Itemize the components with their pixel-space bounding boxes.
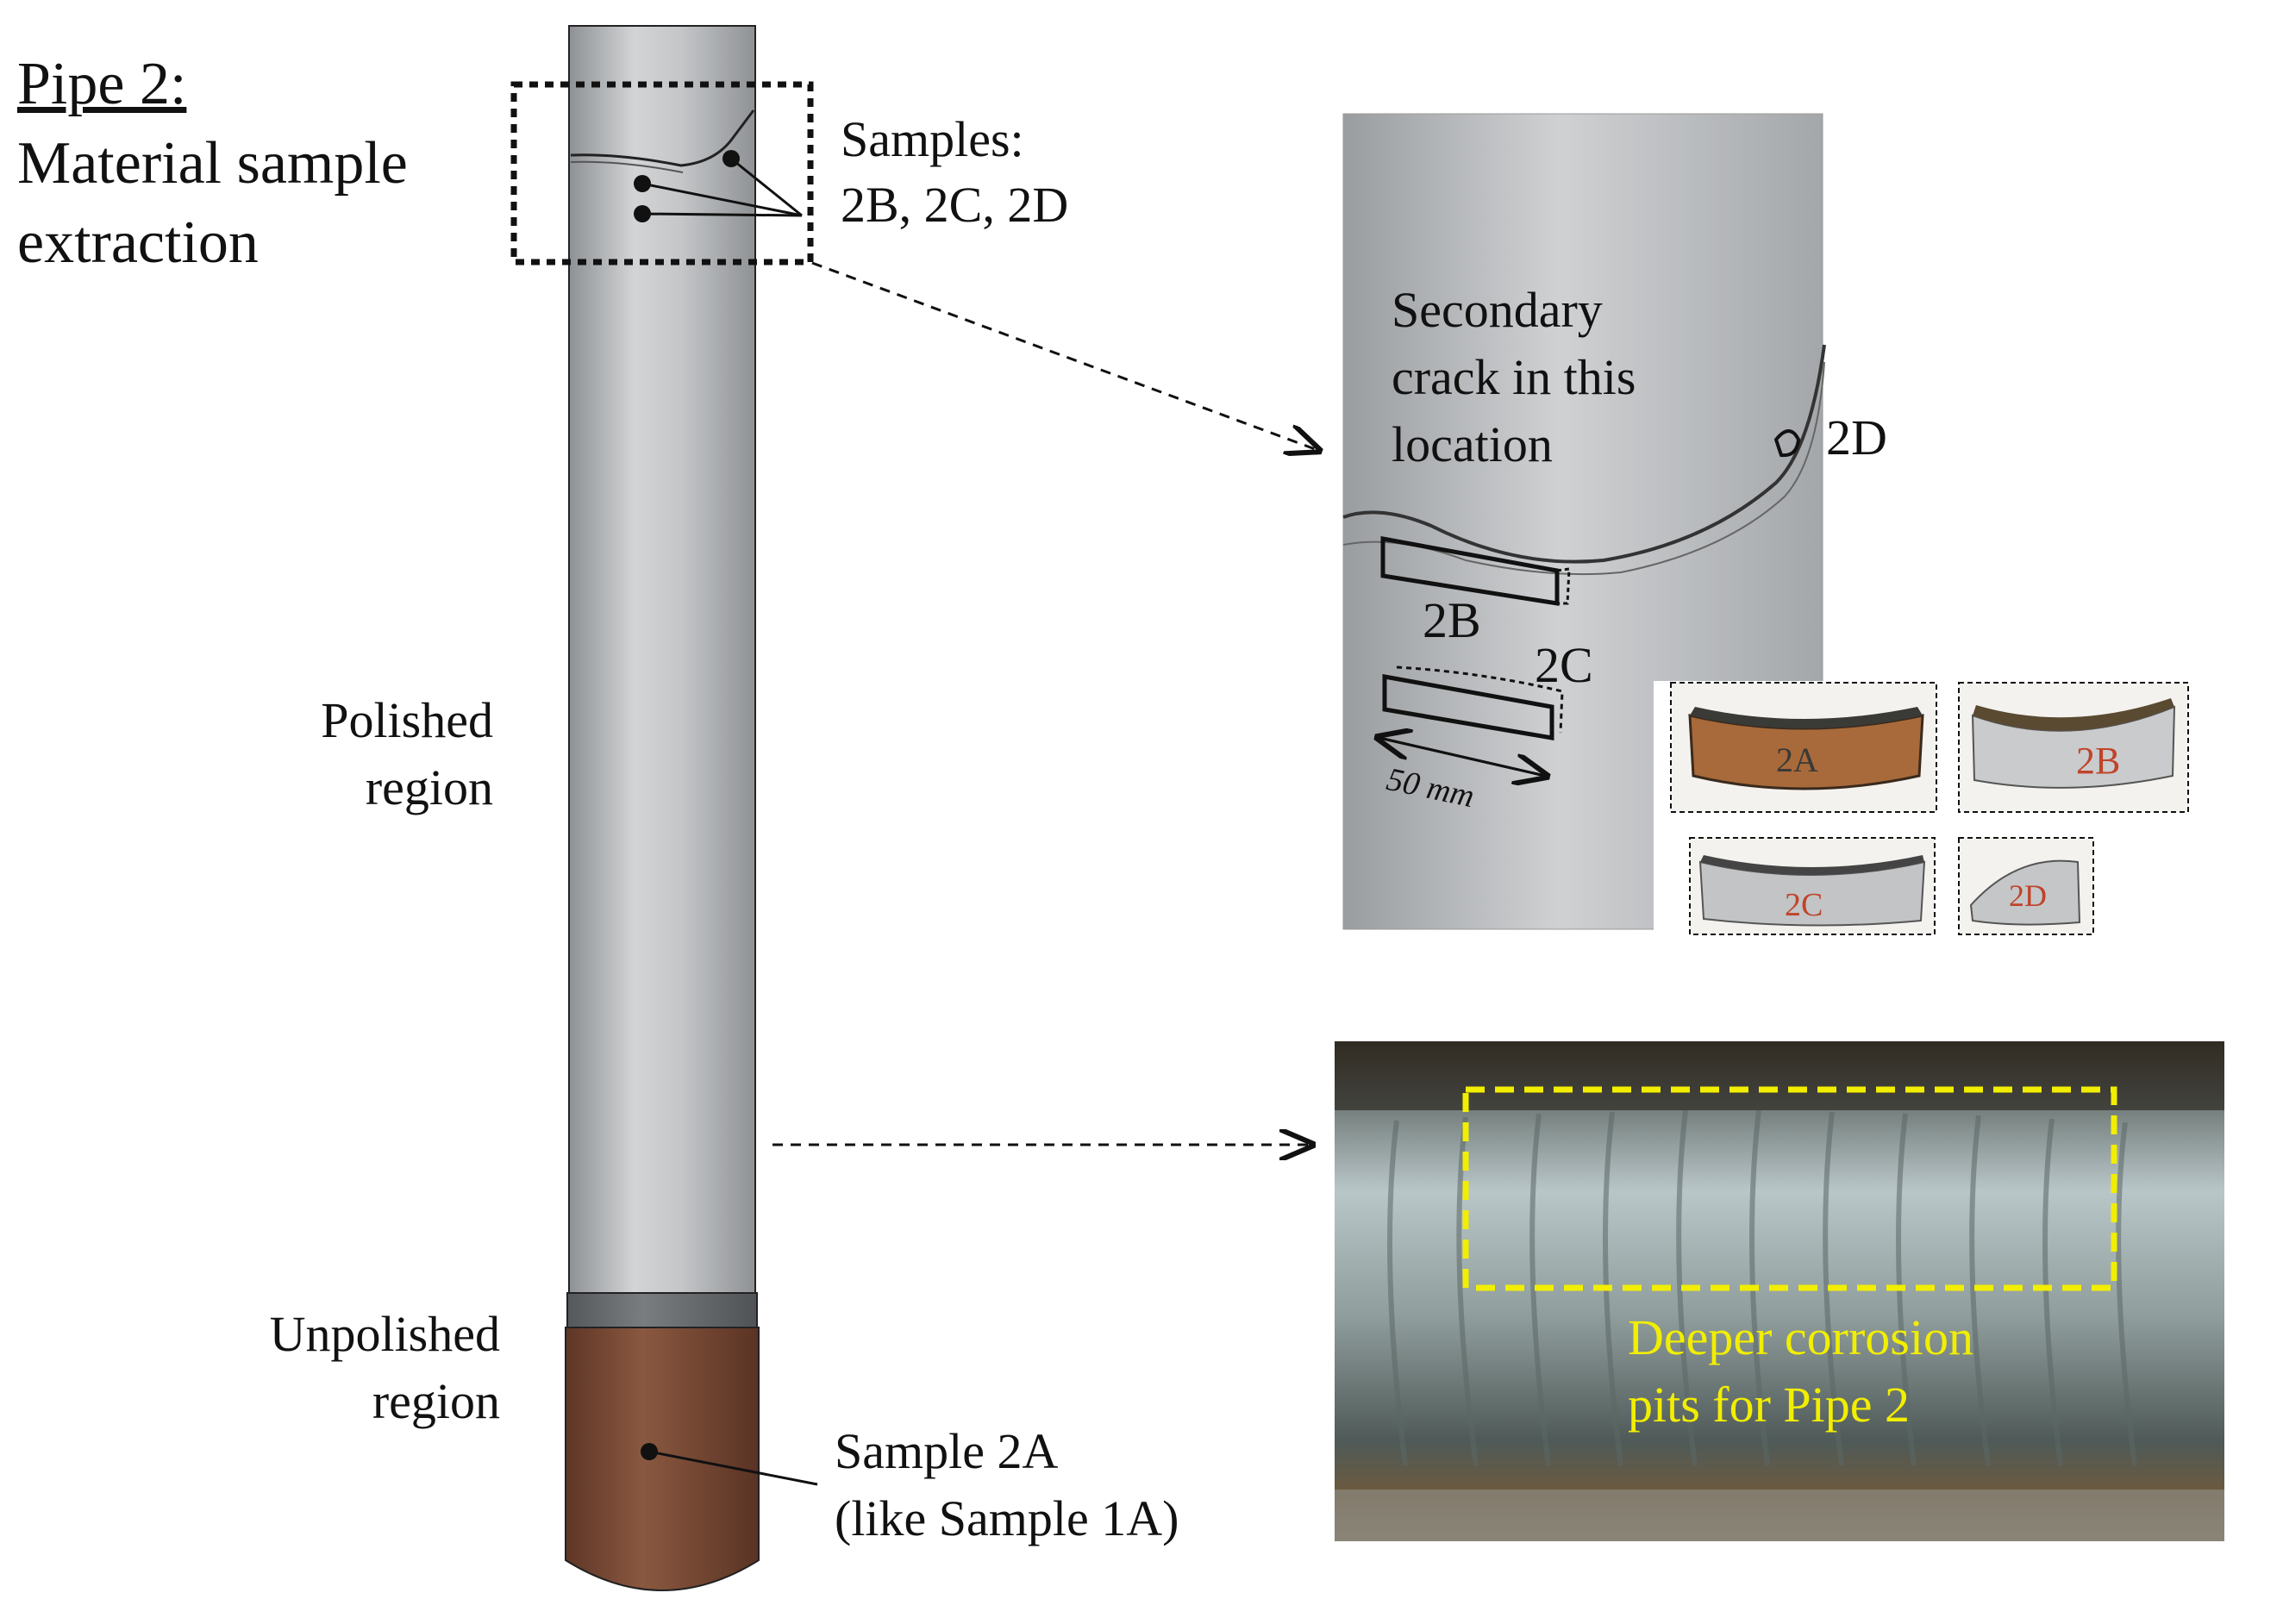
photo-2d — [1958, 837, 2094, 935]
sample-2a-label: Sample 2A — [835, 1423, 1059, 1479]
samples-list: 2B, 2C, 2D — [841, 177, 1069, 233]
unpolished-label-line2: region — [372, 1373, 500, 1429]
title-line1: Pipe 2: — [17, 51, 187, 117]
photo-2c — [1689, 837, 1936, 935]
crack-main-edge — [570, 160, 684, 173]
photo-2b — [1958, 682, 2189, 813]
crack-note-line2: crack in this — [1392, 349, 1636, 405]
marker-2b — [634, 175, 651, 192]
marker-2a — [641, 1443, 658, 1460]
sample-2a-note: (like Sample 1A) — [835, 1490, 1179, 1546]
polished-label-line1: Polished — [321, 692, 493, 748]
crack-detail — [1342, 344, 1826, 564]
crack-main — [570, 109, 755, 167]
sample-markers — [634, 150, 803, 222]
leader-2a — [648, 1450, 818, 1486]
crack-note-line1: Secondary — [1392, 282, 1603, 338]
pipe-band — [566, 1292, 758, 1328]
crack-note-line3: location — [1392, 416, 1553, 472]
photo-label-2b: 2B — [2076, 740, 2121, 782]
title-line3: extraction — [17, 209, 259, 276]
photo-label-2c: 2C — [1785, 887, 1823, 923]
corrosion-note-line2: pits for Pipe 2 — [1628, 1377, 1911, 1433]
photo-label-2d: 2D — [2009, 878, 2047, 913]
highlight-box — [1462, 1086, 2117, 1291]
selection-box — [510, 81, 814, 265]
unpolished-label-line1: Unpolished — [269, 1306, 500, 1362]
label-2c: 2C — [1535, 637, 1593, 693]
outline-2d — [1773, 429, 1801, 458]
photo-label-2a: 2A — [1776, 740, 1818, 779]
corrosion-note-line1: Deeper corrosion — [1628, 1309, 1973, 1365]
marker-2c — [634, 205, 651, 222]
label-2d: 2D — [1826, 409, 1887, 465]
outline-2c — [1382, 674, 1554, 740]
arrow-to-detail — [811, 261, 1317, 450]
sample-photos — [1654, 681, 2195, 935]
title-line2: Material sample — [17, 130, 408, 197]
pipe-main — [565, 25, 760, 1591]
pipe-unpolished-section — [565, 1327, 760, 1591]
photo-2a — [1670, 682, 1937, 813]
polished-label-line2: region — [365, 759, 493, 815]
label-2b: 2B — [1423, 592, 1481, 648]
samples-label: Samples: — [841, 111, 1024, 167]
corrosion-photo — [1335, 1041, 2224, 1541]
marker-2d — [722, 150, 740, 167]
